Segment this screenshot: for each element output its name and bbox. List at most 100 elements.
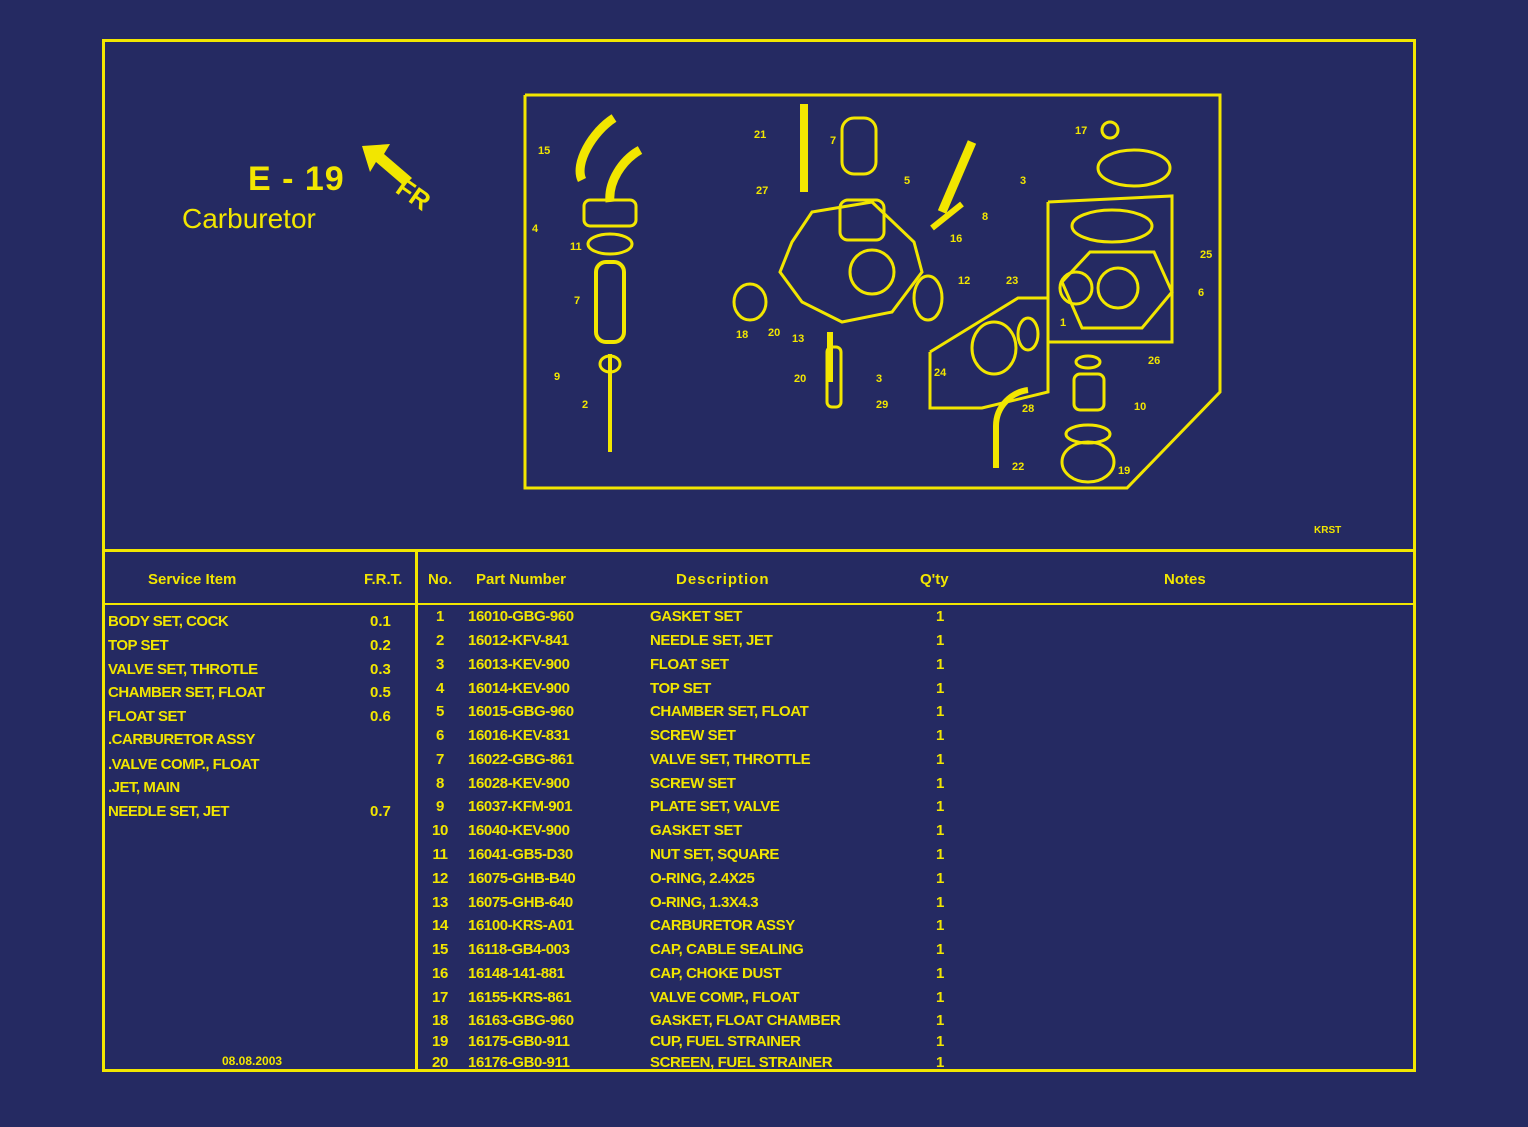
catalog-page-frame bbox=[102, 39, 1416, 1072]
part-qty: 1 bbox=[936, 775, 944, 792]
part-number: 16155-KRS-861 bbox=[468, 989, 572, 1006]
part-number: 16041-GB5-D30 bbox=[468, 846, 573, 863]
part-description: GASKET SET bbox=[650, 608, 742, 625]
service-item-frt: 0.1 bbox=[370, 613, 391, 630]
callout-20b: 20 bbox=[794, 373, 806, 385]
carburetor-exploded-diagram[interactable]: 15 4 11 14 7 9 2 21 7 27 5 8 16 12 18 20… bbox=[522, 92, 1224, 494]
column-header-divider bbox=[102, 603, 1416, 605]
callout-19: 19 bbox=[1118, 465, 1130, 477]
part-qty: 1 bbox=[936, 1012, 944, 1029]
callout-22: 22 bbox=[1012, 461, 1024, 473]
part-qty: 1 bbox=[936, 1033, 944, 1050]
part-number: 16040-KEV-900 bbox=[468, 822, 570, 839]
part-number: 16176-GB0-911 bbox=[468, 1054, 570, 1071]
part-description: CARBURETOR ASSY bbox=[650, 917, 795, 934]
part-description: FLOAT SET bbox=[650, 656, 729, 673]
part-description: VALVE SET, THROTTLE bbox=[650, 751, 811, 768]
part-no: 17 bbox=[432, 989, 448, 1006]
callout-8: 8 bbox=[982, 211, 988, 223]
part-number: 16075-GHB-B40 bbox=[468, 870, 576, 887]
part-qty: 1 bbox=[936, 703, 944, 720]
service-item: .VALVE COMP., FLOAT bbox=[108, 756, 260, 773]
part-no: 13 bbox=[432, 894, 448, 911]
service-item: VALVE SET, THROTLE bbox=[108, 661, 258, 678]
part-qty: 1 bbox=[936, 798, 944, 815]
callout-4: 4 bbox=[532, 223, 539, 235]
part-qty: 1 bbox=[936, 965, 944, 982]
part-no: 18 bbox=[432, 1012, 448, 1029]
part-description: SCREEN, FUEL STRAINER bbox=[650, 1054, 833, 1071]
part-no: 11 bbox=[432, 846, 448, 863]
callout-3: 3 bbox=[1020, 175, 1026, 187]
callout-12: 12 bbox=[958, 275, 970, 287]
callout-25: 25 bbox=[1200, 249, 1212, 261]
part-description: SCREW SET bbox=[650, 727, 736, 744]
part-no: 16 bbox=[432, 965, 448, 982]
part-qty: 1 bbox=[936, 608, 944, 625]
callout-6: 6 bbox=[1198, 287, 1204, 299]
service-item: FLOAT SET bbox=[108, 708, 186, 725]
part-number: 16014-KEV-900 bbox=[468, 680, 570, 697]
part-qty: 1 bbox=[936, 822, 944, 839]
callout-21: 21 bbox=[754, 129, 766, 141]
service-item-frt: 0.6 bbox=[370, 708, 391, 725]
callout-18: 18 bbox=[736, 329, 748, 341]
issue-date: 08.08.2003 bbox=[222, 1054, 283, 1068]
service-item: NEEDLE SET, JET bbox=[108, 803, 229, 820]
column-header-part-number: Part Number bbox=[476, 571, 567, 588]
part-number: 16028-KEV-900 bbox=[468, 775, 570, 792]
callout-27: 27 bbox=[756, 185, 768, 197]
part-description: CAP, CHOKE DUST bbox=[650, 965, 782, 982]
part-description: GASKET SET bbox=[650, 822, 742, 839]
part-description: NUT SET, SQUARE bbox=[650, 846, 780, 863]
column-header-qty: Q'ty bbox=[920, 571, 949, 588]
part-no: 14 bbox=[432, 917, 448, 934]
part-no: 3 bbox=[436, 656, 444, 673]
callout-3b: 3 bbox=[876, 373, 882, 385]
service-item-frt: 0.3 bbox=[370, 661, 391, 678]
callout-28: 28 bbox=[1022, 403, 1034, 415]
part-number: 16037-KFM-901 bbox=[468, 798, 573, 815]
callout-10: 10 bbox=[1134, 401, 1146, 413]
part-qty: 1 bbox=[936, 894, 944, 911]
part-description: TOP SET bbox=[650, 680, 711, 697]
callout-13: 13 bbox=[792, 333, 804, 345]
part-number: 16010-GBG-960 bbox=[468, 608, 574, 625]
part-no: 15 bbox=[432, 941, 448, 958]
part-no: 8 bbox=[436, 775, 444, 792]
service-parts-divider bbox=[415, 549, 418, 1072]
part-number: 16013-KEV-900 bbox=[468, 656, 570, 673]
callout-9: 9 bbox=[554, 371, 560, 383]
part-qty: 1 bbox=[936, 680, 944, 697]
part-no: 9 bbox=[436, 798, 444, 815]
callout-16: 16 bbox=[950, 233, 962, 245]
part-number: 16075-GHB-640 bbox=[468, 894, 573, 911]
part-number: 16100-KRS-A01 bbox=[468, 917, 574, 934]
column-header-description: Description bbox=[676, 571, 770, 588]
callout-1: 1 bbox=[1060, 317, 1066, 329]
callout-29: 29 bbox=[876, 399, 888, 411]
callout-5: 5 bbox=[904, 175, 910, 187]
part-number: 16022-GBG-861 bbox=[468, 751, 574, 768]
part-no: 7 bbox=[436, 751, 444, 768]
part-number: 16016-KEV-831 bbox=[468, 727, 570, 744]
part-qty: 1 bbox=[936, 632, 944, 649]
callout-11: 11 bbox=[570, 241, 582, 253]
part-qty: 1 bbox=[936, 1054, 944, 1071]
column-header-no: No. bbox=[428, 571, 453, 588]
front-arrow-icon bbox=[362, 144, 412, 186]
part-qty: 1 bbox=[936, 727, 944, 744]
part-description: NEEDLE SET, JET bbox=[650, 632, 773, 649]
callout-2: 2 bbox=[582, 399, 588, 411]
service-item: BODY SET, COCK bbox=[108, 613, 229, 630]
part-no: 2 bbox=[436, 632, 444, 649]
callout-23: 23 bbox=[1006, 275, 1018, 287]
part-no: 20 bbox=[432, 1054, 448, 1071]
service-item: CHAMBER SET, FLOAT bbox=[108, 684, 265, 701]
callout-26: 26 bbox=[1148, 355, 1160, 367]
service-item-frt: 0.5 bbox=[370, 684, 391, 701]
part-qty: 1 bbox=[936, 656, 944, 673]
part-description: SCREW SET bbox=[650, 775, 736, 792]
part-number: 16015-GBG-960 bbox=[468, 703, 574, 720]
callout-15: 15 bbox=[538, 145, 550, 157]
